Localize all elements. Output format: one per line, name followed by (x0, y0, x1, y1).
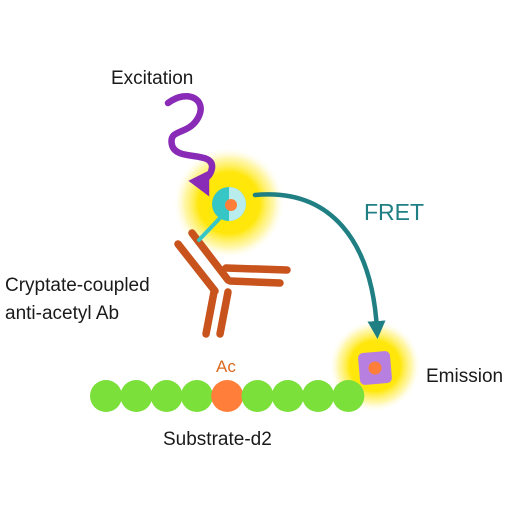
substrate-bead (150, 380, 183, 412)
acetyl-label: Ac (216, 357, 236, 376)
substrate-label: Substrate-d2 (163, 429, 272, 450)
substrate-bead (332, 380, 365, 412)
acceptor-d2 (358, 351, 392, 385)
antibody-label-line2: anti-acetyl Ab (5, 303, 119, 324)
donor-cryptate (212, 187, 246, 221)
acetyl-bead (211, 380, 244, 412)
substrate-bead (271, 380, 304, 412)
excitation-label: Excitation (111, 68, 193, 89)
antibody-label-line1: Cryptate-coupled (5, 275, 150, 296)
emission-label: Emission (426, 366, 503, 387)
fret-arrow (252, 192, 386, 339)
substrate-chain (90, 380, 365, 412)
excitation-wave (164, 92, 216, 197)
substrate-bead (120, 380, 153, 412)
substrate-bead (302, 380, 335, 412)
fret-label: FRET (364, 199, 424, 225)
substrate-bead (180, 380, 213, 412)
substrate-bead (241, 380, 274, 412)
donor-linker (197, 216, 222, 242)
substrate-bead (90, 380, 122, 412)
